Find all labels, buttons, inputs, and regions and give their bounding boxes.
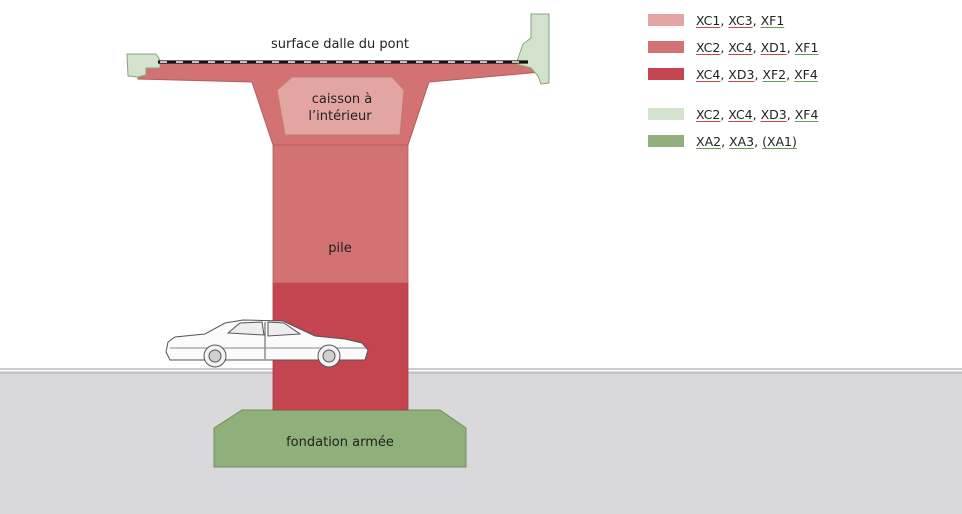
exposure-class-code: XA2 — [696, 133, 722, 149]
deck-surface-label: surface dalle du pont — [271, 37, 409, 52]
exposure-class-code: XD3 — [728, 66, 755, 82]
exposure-class-code: XC1 — [696, 12, 721, 28]
exposure-class-code: XC4 — [728, 39, 753, 55]
legend-swatch — [648, 135, 684, 147]
legend-row: XA2, XA3, (XA1) — [648, 131, 948, 151]
legend-separator: , — [752, 12, 761, 28]
exposure-class-code: XF4 — [794, 106, 819, 122]
ground — [0, 371, 962, 514]
legend-separator: , — [754, 66, 763, 82]
legend-separator: , — [786, 66, 795, 82]
exposure-class-code: XC4 — [696, 66, 721, 82]
left-parapet — [126, 53, 161, 78]
legend-separator: , — [786, 106, 795, 122]
exposure-class-code: XC3 — [728, 12, 753, 28]
legend-separator: , — [754, 133, 763, 149]
legend-row: XC2, XC4, XD1, XF1 — [648, 37, 948, 57]
legend-separator: , — [720, 106, 729, 122]
exposure-class-code: XF4 — [794, 66, 818, 82]
box-girder-interior — [276, 76, 405, 136]
legend-separator: , — [720, 39, 729, 55]
exposure-class-code: (XA1) — [762, 133, 797, 149]
exposure-class-code: XF2 — [762, 66, 787, 82]
exposure-class-code: XC4 — [728, 106, 753, 122]
exposure-class-code: XC2 — [696, 39, 721, 55]
legend-swatch — [648, 68, 684, 80]
car-icon — [165, 319, 369, 368]
right-parapet — [515, 13, 550, 85]
foundation — [213, 409, 467, 468]
exposure-class-code: XD3 — [760, 106, 787, 122]
exposure-class-code: XF1 — [760, 12, 785, 28]
legend-swatch — [648, 108, 684, 120]
legend-separator: , — [752, 106, 761, 122]
legend-row: XC2, XC4, XD3, XF4 — [648, 104, 948, 124]
legend-separator: , — [786, 39, 795, 55]
legend-swatch — [648, 14, 684, 26]
exposure-class-code: XC2 — [696, 106, 721, 122]
exposure-class-code: XA3 — [729, 133, 755, 149]
legend-row: XC1, XC3, XF1 — [648, 10, 948, 30]
box-girder-label-line1: caisson à — [312, 92, 373, 107]
legend-separator: , — [720, 66, 729, 82]
legend-separator: , — [752, 39, 761, 55]
exposure-class-code: XD1 — [760, 39, 787, 55]
pier-label: pile — [328, 241, 351, 256]
legend-separator: , — [720, 12, 729, 28]
legend-swatch — [648, 41, 684, 53]
legend-row: XC4, XD3, XF2, XF4 — [648, 64, 948, 84]
legend-separator: , — [721, 133, 730, 149]
exposure-class-code: XF1 — [794, 39, 819, 55]
foundation-label: fondation armée — [286, 435, 394, 450]
box-girder-label-line2: l’intérieur — [308, 109, 372, 124]
pier-upper-section — [272, 144, 409, 284]
